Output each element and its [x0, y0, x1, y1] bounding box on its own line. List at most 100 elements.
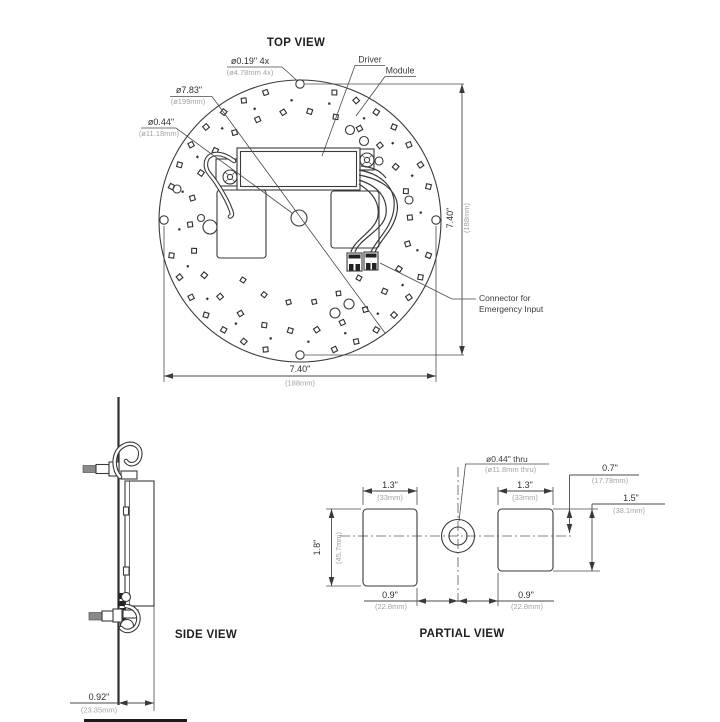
dim-outer-mm: (ø199mm): [171, 97, 206, 106]
mounting-hole-bottom: [295, 350, 305, 360]
dim-vertical-740: 7.40" (188mm): [305, 83, 471, 356]
dim-w-in: 7.40": [290, 364, 311, 374]
led-square: [196, 168, 206, 178]
connector-label-line1: Connector for: [479, 293, 531, 303]
led-square: [352, 337, 360, 346]
dim-rh-mm: (38.1mm): [613, 506, 646, 515]
led-square: [261, 88, 270, 97]
led-square: [187, 140, 196, 149]
leader-outer-dia: [170, 96, 386, 334]
leader-driver: [321, 65, 385, 157]
dim-depth-in: 0.92": [89, 692, 110, 702]
led-dot: [186, 265, 189, 268]
component-circle: [358, 135, 370, 147]
dim-or-mm: (22.8mm): [511, 602, 544, 611]
label-emergency-connector: Connector for Emergency Input: [379, 262, 544, 314]
led-square: [380, 287, 389, 296]
dim-width-left: 1.3" (33mm): [362, 480, 418, 505]
driver-clip: [122, 566, 130, 576]
grommet: [120, 591, 132, 603]
led-square: [286, 326, 294, 335]
led-square: [260, 290, 268, 299]
label-thru-hole: ø0.44" thru (ø11.8mm thru): [458, 454, 549, 522]
partial-view-title: PARTIAL VIEW: [420, 628, 505, 640]
led-square: [168, 252, 175, 259]
dim-w-mm: (188mm): [285, 379, 316, 388]
led-dot: [328, 102, 331, 105]
led-square: [200, 271, 209, 280]
side-bottom-wire-curl: [118, 603, 141, 634]
led-dot: [391, 141, 395, 145]
board-components: [172, 124, 414, 319]
led-square: [372, 107, 381, 117]
dim-ol-mm: (22.8mm): [375, 602, 408, 611]
emergency-connector-right: [363, 251, 379, 271]
led-dot: [401, 283, 405, 287]
led-square: [201, 122, 211, 132]
led-square: [352, 96, 361, 105]
led-square: [389, 310, 399, 320]
led-square: [417, 273, 424, 281]
dim-rh-in: 1.5": [623, 493, 639, 503]
dim-right-height: 1.5" (38.1mm): [553, 493, 665, 572]
dim-h-mm: (45.7mm): [334, 531, 343, 564]
led-square: [240, 97, 248, 104]
dim-offset-in: 0.7": [602, 463, 618, 473]
driver-label: Driver: [358, 55, 382, 65]
led-square: [338, 318, 347, 327]
leader-connector: [379, 262, 476, 300]
connector-tip: [88, 612, 103, 621]
led-square: [355, 274, 363, 282]
led-square: [404, 293, 413, 302]
component-circle: [344, 124, 356, 136]
led-square: [285, 298, 293, 306]
led-square: [215, 292, 225, 301]
led-dot: [181, 190, 184, 193]
led-square: [372, 325, 381, 334]
led-square: [260, 321, 268, 329]
connector-mid: [95, 463, 110, 475]
dim-wl-mm: (33mm): [377, 493, 403, 502]
center-hole: [290, 209, 308, 227]
led-square: [231, 128, 239, 137]
label-outer-dia: ø7.83" (ø199mm): [170, 85, 386, 334]
led-square: [236, 309, 245, 318]
mounting-hole-left: [159, 215, 169, 225]
driver-clip: [122, 506, 130, 516]
side-view: 0.92" (23.35mm) SIDE VIEW: [70, 397, 237, 722]
leader-module: [355, 76, 416, 117]
side-bottom-connector: [88, 591, 139, 634]
leader-thru-hole: [458, 463, 549, 522]
dim-offset-top: 0.7" (17.78mm): [553, 463, 639, 533]
dim-holes-in: ø0.19" 4x: [231, 56, 270, 66]
led-square: [405, 140, 413, 149]
dim-ol-in: 0.9": [382, 590, 398, 600]
dim-offset-right: 0.9" (22.8mm): [458, 573, 554, 611]
leader-holes: [227, 66, 298, 81]
led-square: [391, 162, 400, 171]
scan-artifact: [84, 719, 187, 722]
led-dot: [290, 99, 293, 102]
led-dot: [253, 107, 257, 111]
side-driver-box: [122, 480, 155, 607]
connector-mid: [101, 610, 115, 622]
led-square: [187, 293, 196, 302]
component-circle: [343, 298, 355, 310]
led-square: [239, 337, 248, 346]
component-circle: [172, 184, 182, 194]
screw-right: [359, 152, 375, 168]
partial-view: ø0.44" thru (ø11.8mm thru) 1.3" (33mm) 1…: [312, 454, 665, 640]
dim-thru-mm: (ø11.8mm thru): [485, 465, 537, 474]
led-square: [175, 161, 184, 169]
top-view-title: TOP VIEW: [267, 37, 325, 49]
led-square: [335, 290, 342, 297]
dim-or-in: 0.9": [518, 590, 534, 600]
dim-h-in: 1.8": [312, 540, 322, 556]
dim-horizontal-740: 7.40" (188mm): [163, 226, 437, 388]
block-right: [497, 508, 554, 572]
led-square: [202, 311, 210, 319]
component-circle: [329, 307, 341, 319]
dim-wr-mm: (33mm): [512, 493, 538, 502]
led-square: [175, 273, 184, 282]
